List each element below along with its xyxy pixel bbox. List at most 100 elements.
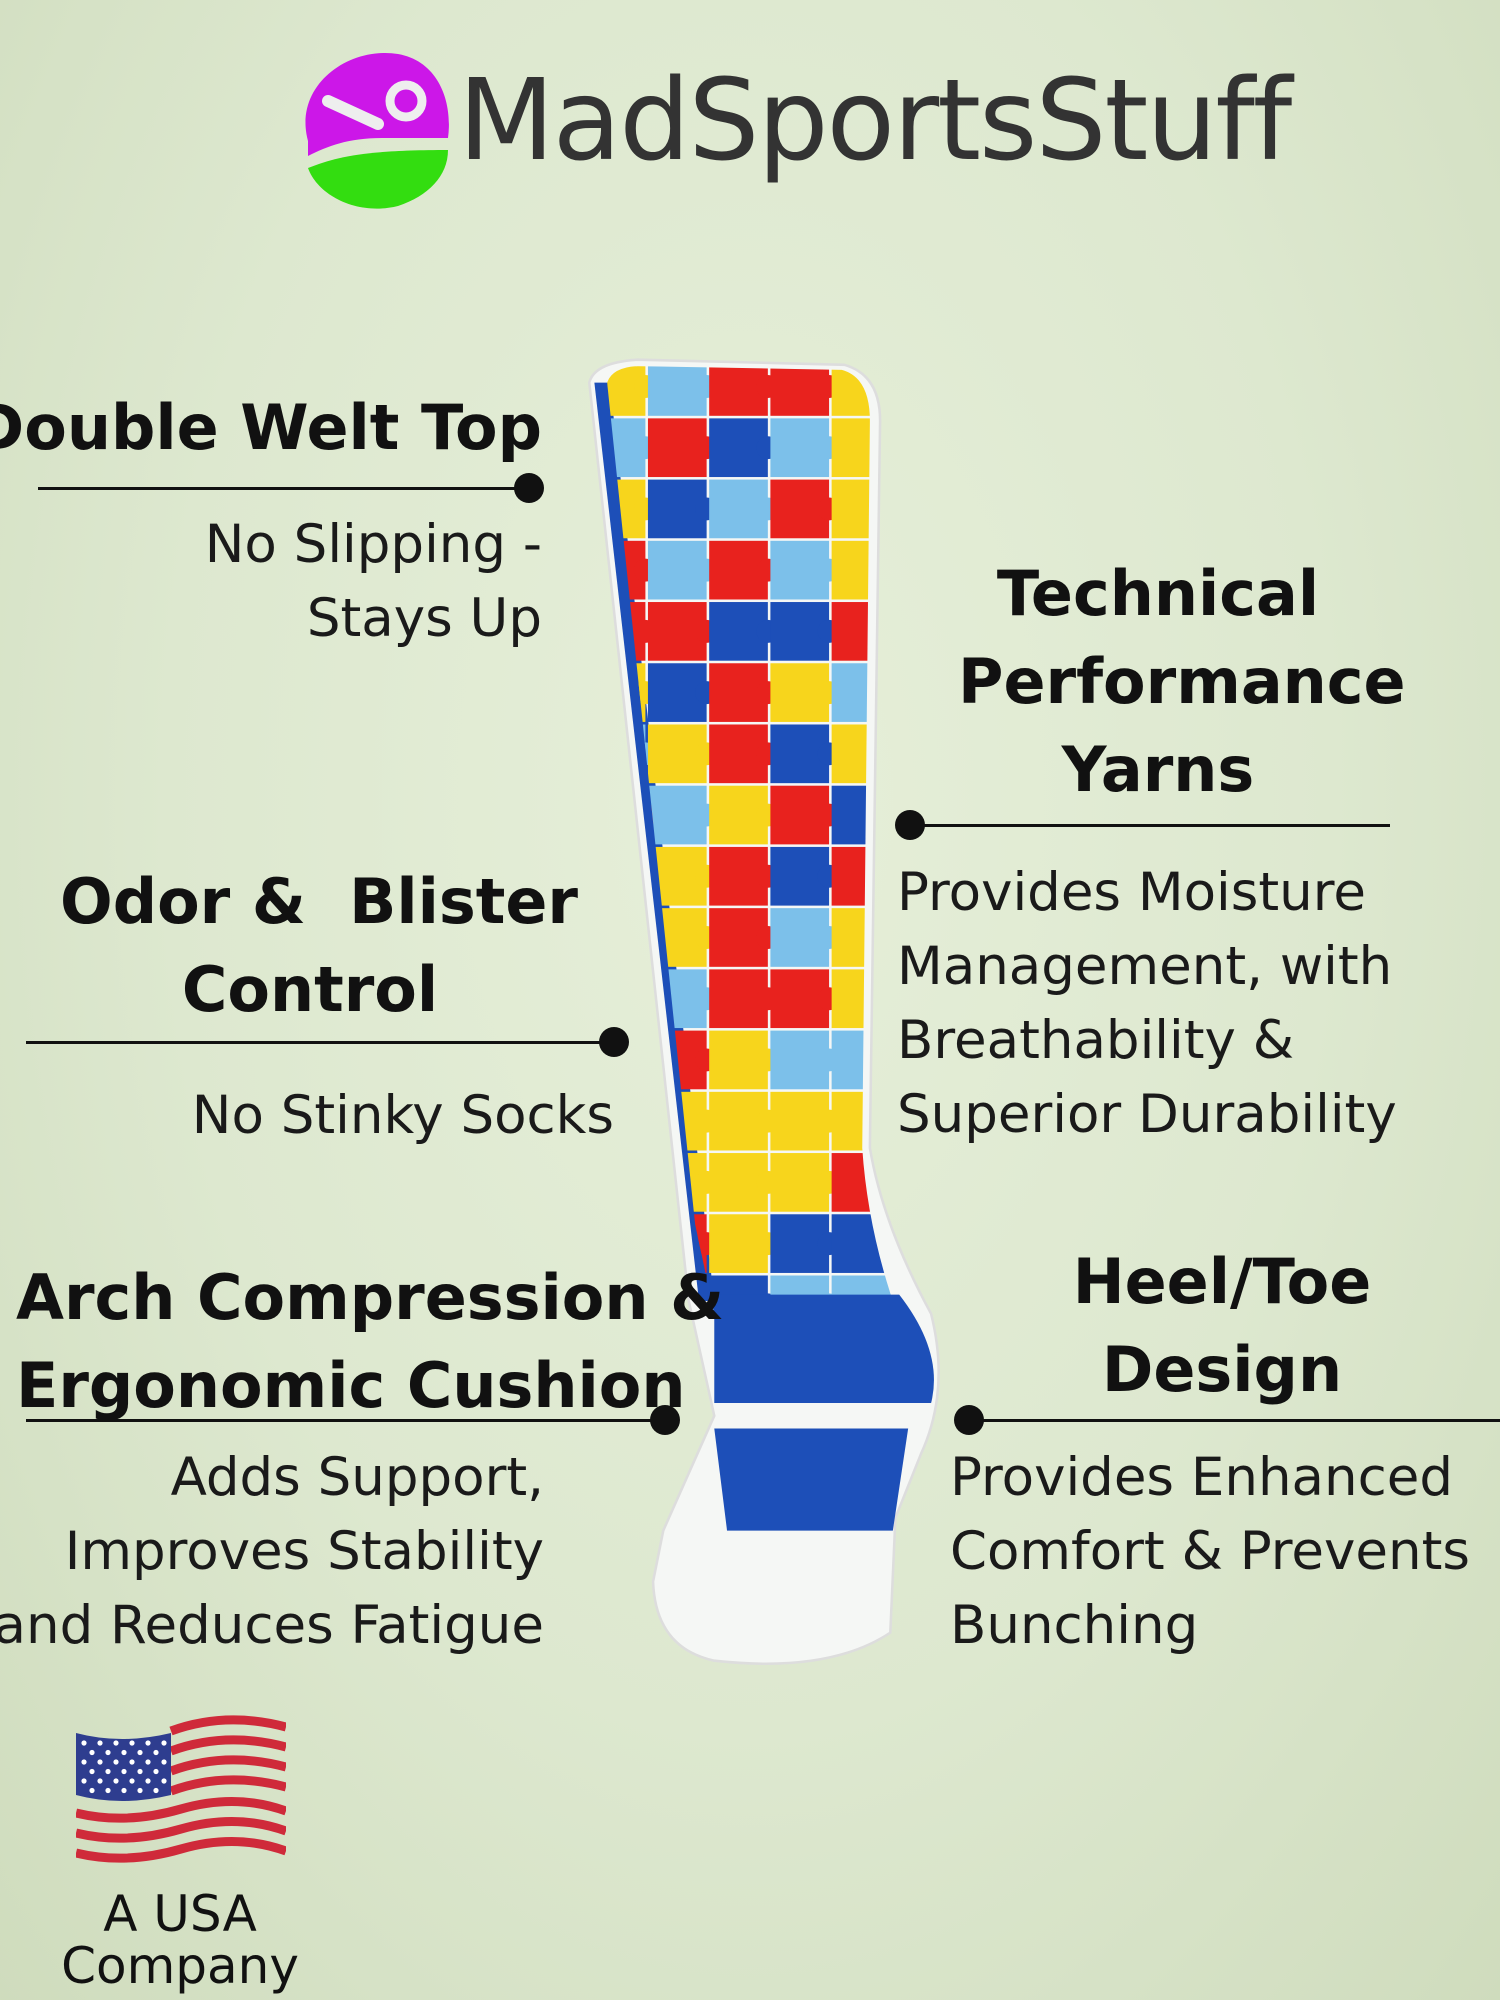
logo-icon	[305, 52, 449, 209]
flag-star	[113, 1740, 119, 1746]
flag-star	[121, 1749, 127, 1756]
flag-star	[145, 1759, 151, 1765]
flag-star	[129, 1778, 135, 1784]
connector-dot	[599, 1027, 629, 1057]
title-line: Odor & Blister	[60, 865, 579, 938]
feature-title-double-welt: Double Welt Top	[0, 391, 542, 464]
flag-star	[97, 1740, 103, 1746]
title-line: Technical	[996, 557, 1320, 630]
desc-line: Management, with	[897, 936, 1393, 997]
title-line: Control	[181, 953, 439, 1026]
puzzle-piece	[831, 1091, 891, 1151]
puzzle-knob	[878, 497, 893, 521]
title-line: Arch Compression &	[16, 1261, 725, 1334]
puzzle-piece	[607, 908, 646, 967]
desc-line: Superior Durability	[897, 1084, 1397, 1145]
flag-star	[89, 1768, 95, 1775]
puzzle-knob	[633, 1048, 657, 1072]
feature-title-yarns: Technical Performance Yarns	[958, 550, 1406, 814]
flag-star	[121, 1787, 127, 1794]
connector-line	[26, 1041, 614, 1044]
connector-line	[910, 824, 1390, 827]
desc-line: Comfort & Prevents	[950, 1521, 1470, 1582]
flag-star	[113, 1778, 119, 1784]
feature-desc: Stays Up	[306, 588, 542, 649]
flag-star	[81, 1759, 87, 1765]
puzzle-piece	[831, 785, 891, 845]
title-line: Yarns	[1061, 733, 1255, 806]
feature-title-odor: Odor & Blister Control	[60, 858, 579, 1034]
flag-stripe	[169, 1755, 286, 1776]
puzzle-piece	[831, 418, 891, 478]
flag-star	[153, 1768, 159, 1775]
desc-line: Adds Support,	[170, 1447, 544, 1508]
brand-logo: MadSportsStuff	[288, 46, 1292, 211]
desc-line: Breathability &	[897, 1010, 1295, 1071]
badge-line: Company	[61, 1937, 299, 1995]
puzzle-piece	[831, 602, 891, 661]
flag-star	[89, 1787, 95, 1794]
flag-star	[113, 1759, 119, 1765]
flag-star	[81, 1740, 87, 1746]
desc-line: Bunching	[950, 1595, 1199, 1656]
connector-dot	[650, 1405, 680, 1435]
puzzle-knob	[633, 1109, 657, 1133]
flag-star	[129, 1759, 135, 1765]
puzzle-knob	[878, 681, 893, 705]
puzzle-piece	[831, 540, 891, 600]
puzzle-piece	[607, 969, 646, 1029]
flag-star	[161, 1778, 167, 1784]
connector-dot	[514, 473, 544, 503]
flag-star	[153, 1787, 159, 1794]
connector-line	[969, 1419, 1500, 1422]
flag-star	[97, 1778, 103, 1784]
puzzle-knob	[878, 742, 893, 766]
feature-desc: Provides Enhanced Comfort & Prevents Bun…	[950, 1441, 1470, 1663]
puzzle-knob	[633, 1232, 657, 1256]
puzzle-piece	[831, 1030, 891, 1090]
badge-line: A USA	[103, 1885, 257, 1943]
flag-stripe	[76, 1836, 286, 1863]
puzzle-knob	[878, 1170, 893, 1194]
flag-star	[153, 1749, 159, 1756]
feature-desc: No Slipping -	[204, 514, 542, 575]
desc-line: Provides Moisture	[897, 862, 1366, 923]
feature-desc: Provides Moisture Management, with Breat…	[897, 856, 1397, 1152]
flag-star	[129, 1740, 135, 1746]
puzzle-piece	[831, 479, 891, 539]
title-line: Design	[1101, 1333, 1343, 1406]
feature-desc: Adds Support, Improves Stability and Red…	[0, 1441, 544, 1663]
flag-star	[97, 1759, 103, 1765]
title-line: Heel/Toe	[1072, 1245, 1372, 1318]
puzzle-piece	[831, 846, 891, 906]
feature-title-heel-toe: Heel/Toe Design	[1022, 1238, 1422, 1414]
puzzle-piece	[607, 846, 646, 906]
feature-title-arch: Arch Compression & Ergonomic Cushion	[16, 1254, 725, 1430]
puzzle-knob	[878, 619, 893, 643]
brand-name: MadSportsStuff	[458, 56, 1292, 186]
flag-stripe	[169, 1715, 286, 1736]
puzzle-piece	[607, 1153, 646, 1212]
flag-stripe	[169, 1775, 286, 1796]
puzzle-piece	[831, 663, 891, 722]
flag-stripe	[76, 1796, 286, 1823]
flag-stripe	[76, 1816, 286, 1843]
feature-desc: No Stinky Socks	[191, 1085, 614, 1146]
desc-line: and Reduces Fatigue	[0, 1595, 544, 1656]
flag-star	[161, 1759, 167, 1765]
flag-star	[89, 1749, 95, 1756]
puzzle-knob	[633, 987, 657, 1011]
puzzle-knob	[633, 1170, 657, 1194]
connector-line	[38, 487, 528, 490]
puzzle-piece	[831, 724, 891, 784]
puzzle-piece	[831, 908, 891, 967]
flag-star	[161, 1740, 167, 1746]
puzzle-piece	[831, 969, 891, 1029]
flag-stripe	[169, 1735, 286, 1756]
connector-line	[26, 1419, 664, 1422]
puzzle-knob	[878, 558, 893, 582]
usa-company-badge: A USA Company	[40, 1888, 320, 1992]
flag-star	[145, 1740, 151, 1746]
flag-star	[145, 1778, 151, 1784]
